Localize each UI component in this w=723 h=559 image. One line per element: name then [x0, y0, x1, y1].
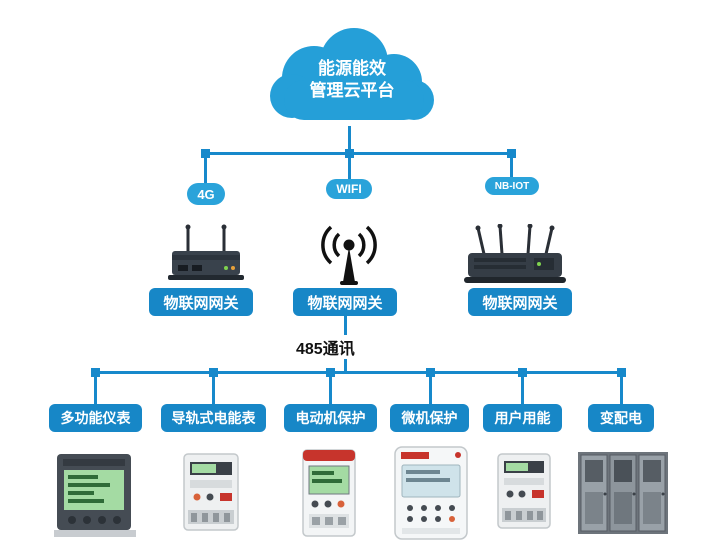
cloud-title: 能源能效 管理云平台 — [272, 58, 432, 102]
connector-device-drop-1 — [94, 374, 97, 404]
badge-nbiot: NB-IOT — [485, 177, 539, 195]
connector-device-drop-6 — [620, 374, 623, 404]
bus-485-label: 485通讯 — [292, 335, 359, 359]
multifunction-meter-image — [54, 450, 136, 545]
connector-device-drop-4 — [429, 374, 432, 404]
junction-node — [507, 149, 516, 158]
connector-device-drop-5 — [521, 374, 524, 404]
device-label-power-distribution: 变配电 — [588, 404, 654, 432]
device-label-motor-protection: 电动机保护 — [284, 404, 377, 432]
junction-node — [326, 368, 335, 377]
microcomputer-protection-image — [392, 444, 470, 547]
connector-bus-horizontal — [95, 371, 625, 374]
device-label-din-rail-meter: 导轨式电能表 — [161, 404, 266, 432]
badge-wifi: WIFI — [326, 179, 372, 199]
device-label-multifunction-meter: 多功能仪表 — [49, 404, 142, 432]
junction-node — [201, 149, 210, 158]
cloud-title-line2: 管理云平台 — [309, 81, 395, 100]
badge-4g: 4G — [187, 183, 225, 205]
motor-protection-image — [298, 448, 360, 545]
connector-top-horizontal — [205, 152, 513, 155]
user-energy-meter-image — [492, 452, 556, 539]
gateway-label-nbiot: 物联网网关 — [468, 288, 572, 316]
junction-node — [209, 368, 218, 377]
device-label-user-energy: 用户用能 — [483, 404, 562, 432]
cloud-icon — [262, 26, 442, 135]
gateway-label-4g: 物联网网关 — [149, 288, 253, 316]
connector-device-drop-3 — [329, 374, 332, 404]
connector-device-drop-2 — [212, 374, 215, 404]
cloud-title-line1: 能源能效 — [318, 59, 386, 78]
power-distribution-cabinet-image — [576, 448, 670, 545]
junction-node — [426, 368, 435, 377]
connector-4g-drop — [204, 155, 207, 185]
junction-node — [91, 368, 100, 377]
router-4g-icon — [166, 224, 246, 291]
connector-wifi-drop — [348, 155, 351, 181]
junction-node — [518, 368, 527, 377]
junction-node — [617, 368, 626, 377]
wifi-antenna-icon — [318, 220, 380, 293]
gateway-label-wifi: 物联网网关 — [293, 288, 397, 316]
device-label-microcomputer-protection: 微机保护 — [390, 404, 469, 432]
connector-cloud-drop — [348, 126, 351, 154]
junction-node — [345, 149, 354, 158]
router-nbiot-icon — [460, 223, 570, 297]
din-rail-meter-image — [178, 452, 244, 541]
connector-nbiot-drop — [510, 155, 513, 180]
